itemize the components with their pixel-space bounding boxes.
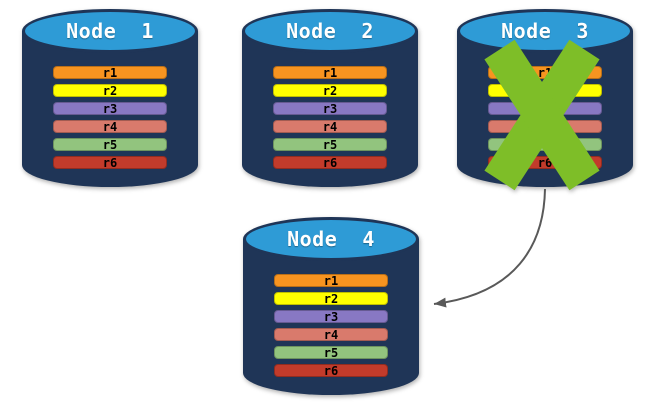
- replica-label: r4: [322, 119, 338, 134]
- failover-arrow-path: [433, 188, 546, 308]
- replica-row-r5: r5: [274, 346, 388, 359]
- node-4-cylinder-top: Node 4: [243, 217, 419, 261]
- node-2-cylinder-top: Node 2: [242, 9, 418, 53]
- replica-label: r3: [102, 101, 118, 116]
- replica-label: r3: [322, 101, 338, 116]
- replica-row-r5: r5: [53, 138, 167, 151]
- replica-label: r5: [102, 137, 118, 152]
- replica-row-r2: r2: [274, 292, 388, 305]
- replica-label: r1: [102, 65, 118, 80]
- replica-row-r6: r6: [274, 364, 388, 377]
- node-1: Node 1 r1 r2 r3 r4 r5 r6: [22, 9, 198, 187]
- replica-label: r4: [323, 327, 339, 342]
- node-2: Node 2 r1 r2 r3 r4 r5 r6: [242, 9, 418, 187]
- replica-row-r4: r4: [273, 120, 387, 133]
- node-4: Node 4 r1 r2 r3 r4 r5 r6: [243, 217, 419, 395]
- node-1-title: Node 1: [66, 19, 154, 43]
- replica-row-r2: r2: [273, 84, 387, 97]
- replica-label: r6: [323, 363, 339, 378]
- node-2-replica-list: r1 r2 r3 r4 r5 r6: [273, 66, 387, 169]
- node-3-cylinder-top: Node 3: [457, 9, 633, 53]
- node-1-replica-list: r1 r2 r3 r4 r5 r6: [53, 66, 167, 169]
- replica-label: r2: [102, 83, 118, 98]
- replica-label: r1: [322, 65, 338, 80]
- replica-row-r6: r6: [273, 156, 387, 169]
- replica-row-r3: r3: [274, 310, 388, 323]
- failure-x-icon: [484, 39, 600, 191]
- replica-row-r1: r1: [274, 274, 388, 287]
- replica-row-r3: r3: [273, 102, 387, 115]
- replica-row-r1: r1: [53, 66, 167, 79]
- replica-label: r5: [322, 137, 338, 152]
- replica-label: r3: [323, 309, 339, 324]
- node-4-title: Node 4: [287, 227, 375, 251]
- replica-row-r5: r5: [273, 138, 387, 151]
- node-1-cylinder-top: Node 1: [22, 9, 198, 53]
- node-2-title: Node 2: [286, 19, 374, 43]
- replica-label: r1: [323, 273, 339, 288]
- replica-row-r1: r1: [273, 66, 387, 79]
- replica-label: r6: [322, 155, 338, 170]
- replica-row-r3: r3: [53, 102, 167, 115]
- replica-row-r4: r4: [274, 328, 388, 341]
- replica-label: r6: [537, 155, 553, 170]
- node-4-replica-list: r1 r2 r3 r4 r5 r6: [274, 274, 388, 377]
- replica-label: r5: [323, 345, 339, 360]
- replica-row-r4: r4: [53, 120, 167, 133]
- replica-label: r6: [102, 155, 118, 170]
- replica-label: r4: [102, 119, 118, 134]
- node-3-title: Node 3: [501, 19, 589, 43]
- replica-row-r2: r2: [53, 84, 167, 97]
- replica-row-r6: r6: [53, 156, 167, 169]
- replica-label: r2: [322, 83, 338, 98]
- replica-label: r2: [323, 291, 339, 306]
